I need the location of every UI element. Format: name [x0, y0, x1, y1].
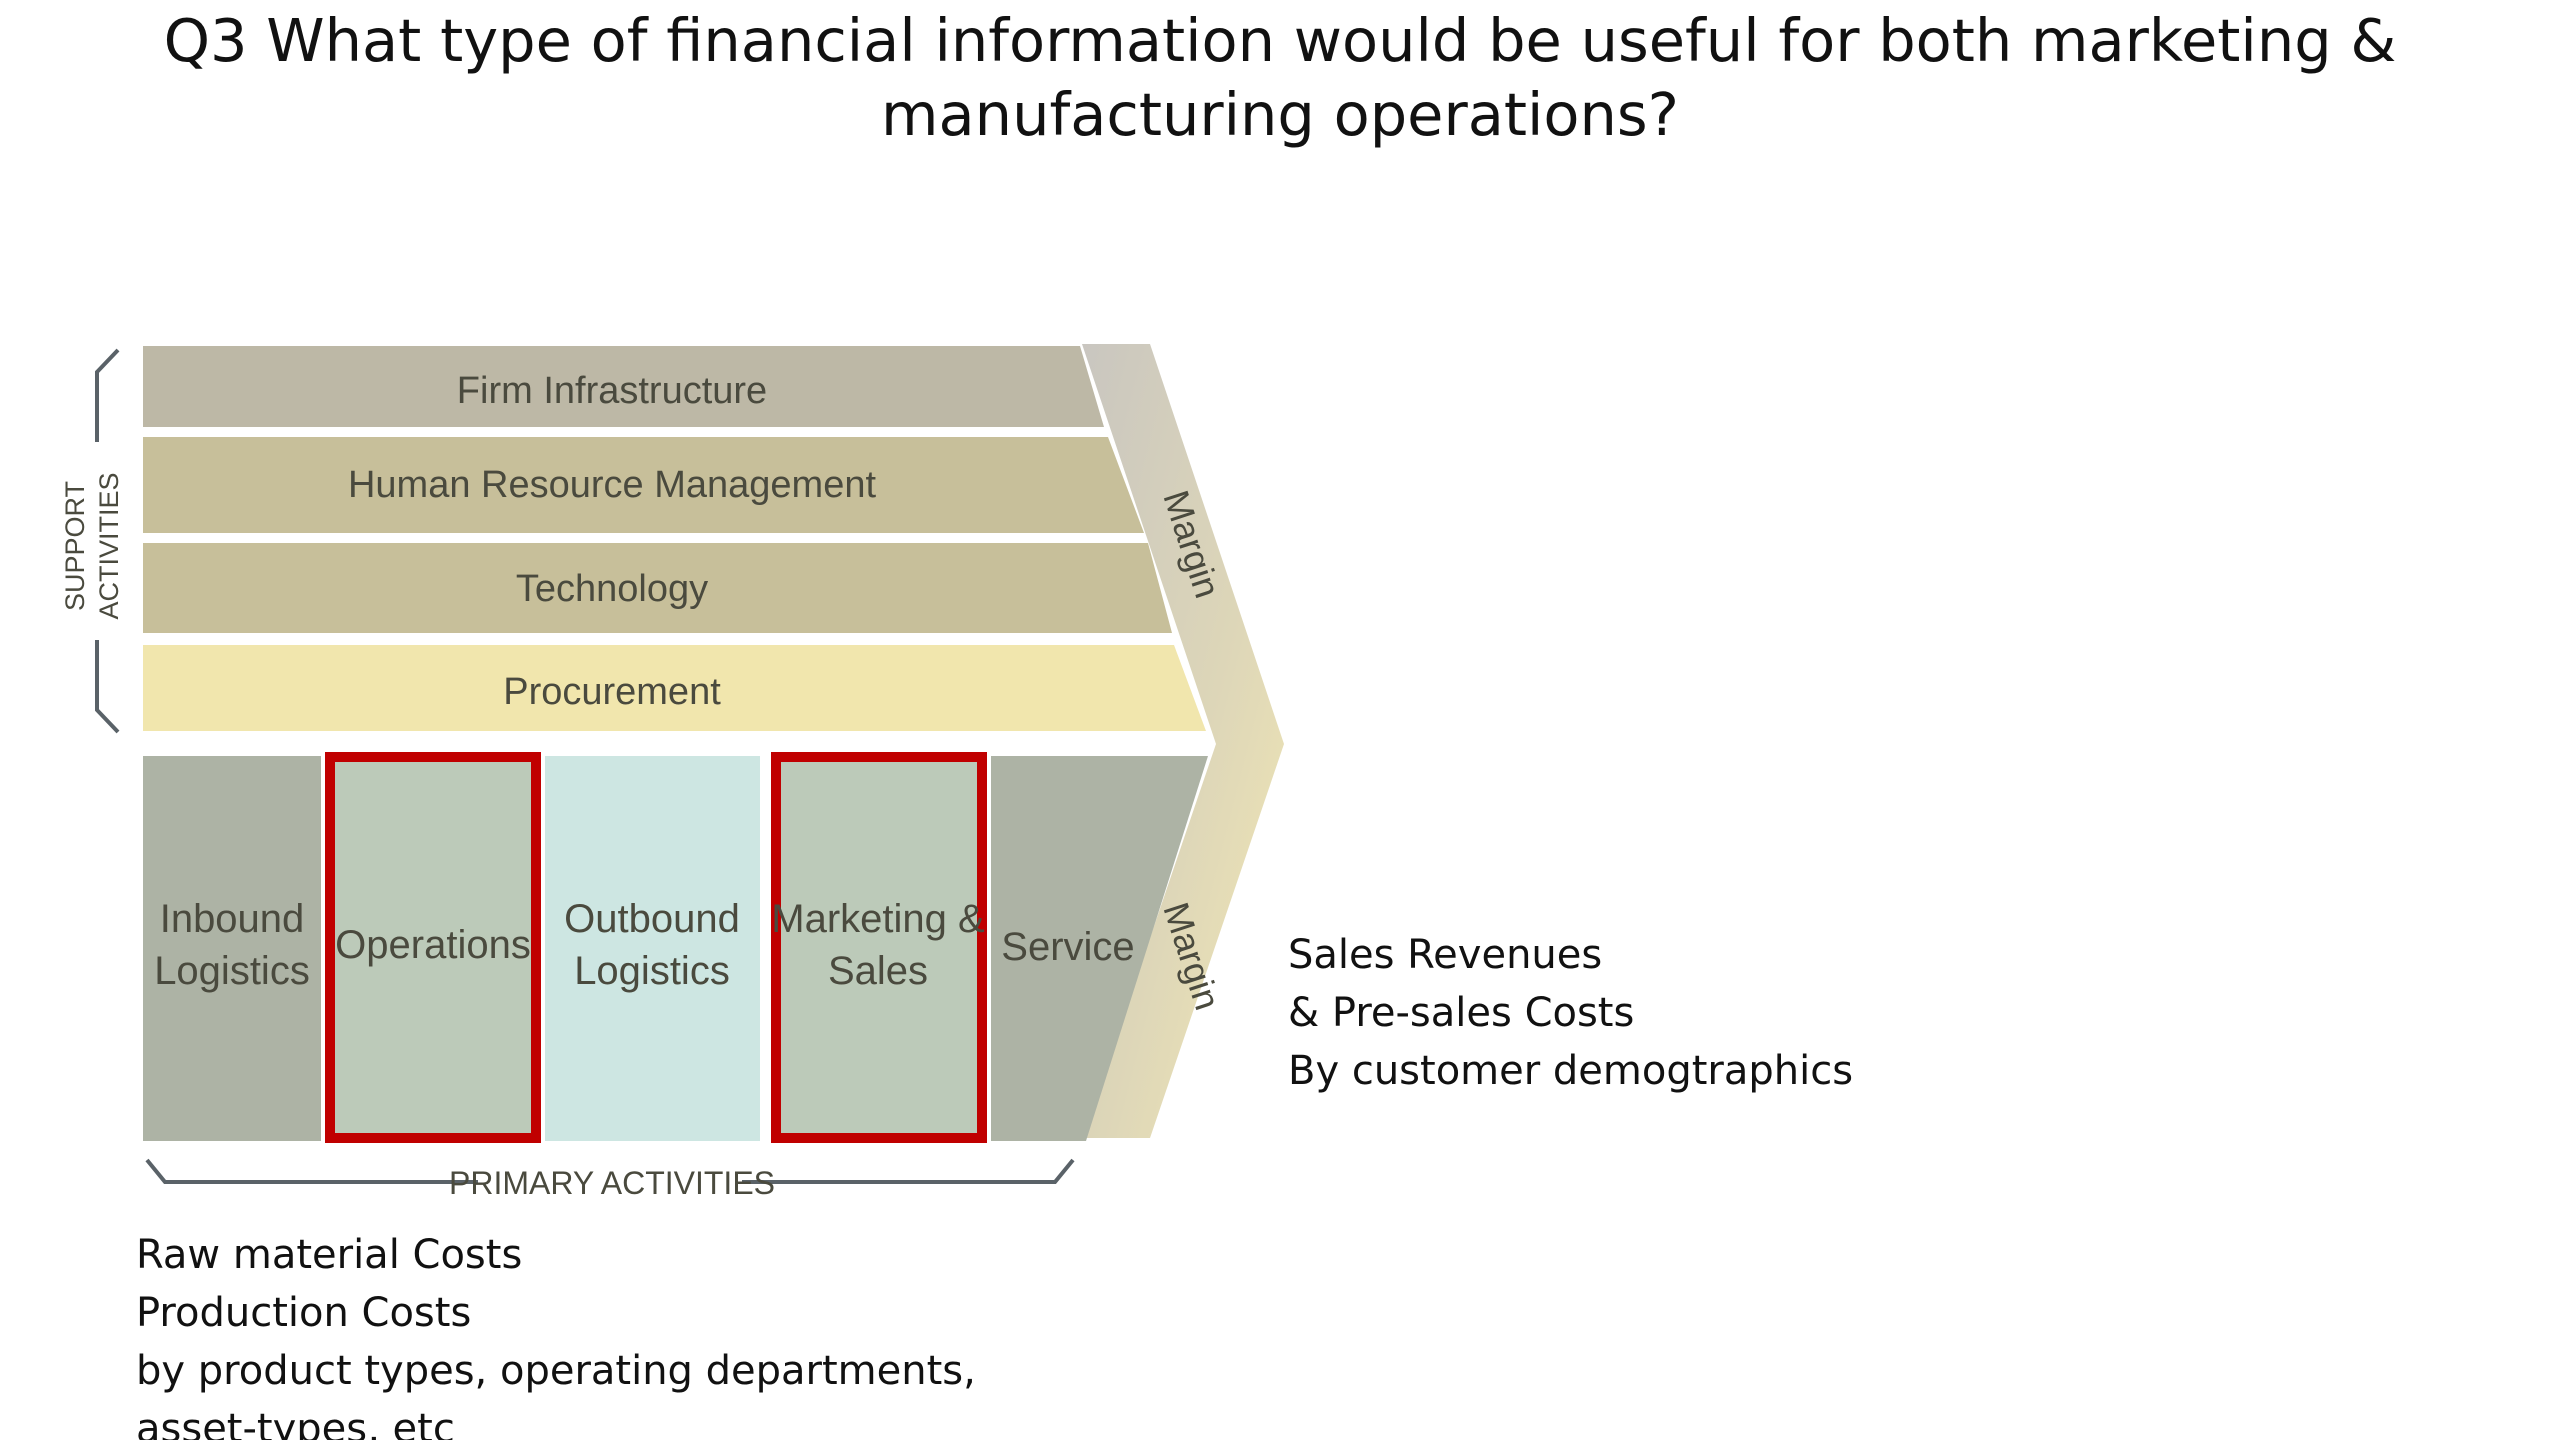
highlight-marketing-sales [771, 752, 987, 1143]
support-bracket-top [95, 348, 120, 442]
label-marketing-sales-line1: Marketing & [771, 897, 985, 941]
marketing-note-line: By customer demogtraphics [1288, 1048, 1854, 1094]
label-firm-infrastructure: Firm Infrastructure [457, 370, 767, 412]
block-marketing-sales [773, 756, 985, 1141]
marketing-note-line: & Pre-sales Costs [1288, 990, 1635, 1036]
primary-activities-label: PRIMARY ACTIVITIES [449, 1165, 775, 1201]
marketing-info-note: Sales Revenues & Pre-sales Costs By cust… [1288, 926, 1853, 1100]
band-firm-infrastructure [143, 346, 1104, 427]
support-bracket-bottom [95, 640, 120, 734]
primary-bracket-left [145, 1158, 478, 1184]
label-procurement: Procurement [503, 671, 721, 713]
highlight-operations [325, 752, 541, 1143]
margin-arrow [1082, 344, 1284, 1138]
manufacturing-info-note: Raw material Costs Production Costs by p… [136, 1226, 976, 1440]
manufacturing-note-line: asset-types, etc [136, 1406, 455, 1440]
label-outbound-logistics-line2: Logistics [574, 949, 730, 993]
slide-title: Q3 What type of financial information wo… [163, 6, 2397, 149]
support-activities-label-line1: SUPPORT [60, 481, 90, 611]
block-outbound-logistics [545, 756, 760, 1141]
band-technology [143, 543, 1172, 633]
label-inbound-logistics-line1: Inbound [160, 897, 305, 941]
manufacturing-note-line: Production Costs [136, 1290, 472, 1336]
band-human-resource-management [143, 437, 1144, 533]
label-marketing-sales-line2: Sales [828, 949, 928, 993]
label-inbound-logistics-line2: Logistics [154, 949, 310, 993]
label-operations: Operations [335, 923, 531, 967]
block-service [991, 756, 1208, 1141]
block-inbound-logistics [143, 756, 321, 1141]
manufacturing-note-line: by product types, operating departments, [136, 1348, 976, 1394]
label-technology: Technology [516, 568, 708, 610]
primary-bracket-right [742, 1158, 1075, 1184]
band-procurement [143, 645, 1206, 731]
label-service: Service [1001, 925, 1134, 969]
marketing-note-line: Sales Revenues [1288, 932, 1603, 978]
manufacturing-note-line: Raw material Costs [136, 1232, 523, 1278]
label-human-resource-management: Human Resource Management [348, 464, 876, 506]
support-activities-label-line2: ACTIVITIES [94, 472, 124, 619]
block-operations [327, 756, 539, 1141]
label-outbound-logistics-line1: Outbound [564, 897, 740, 941]
